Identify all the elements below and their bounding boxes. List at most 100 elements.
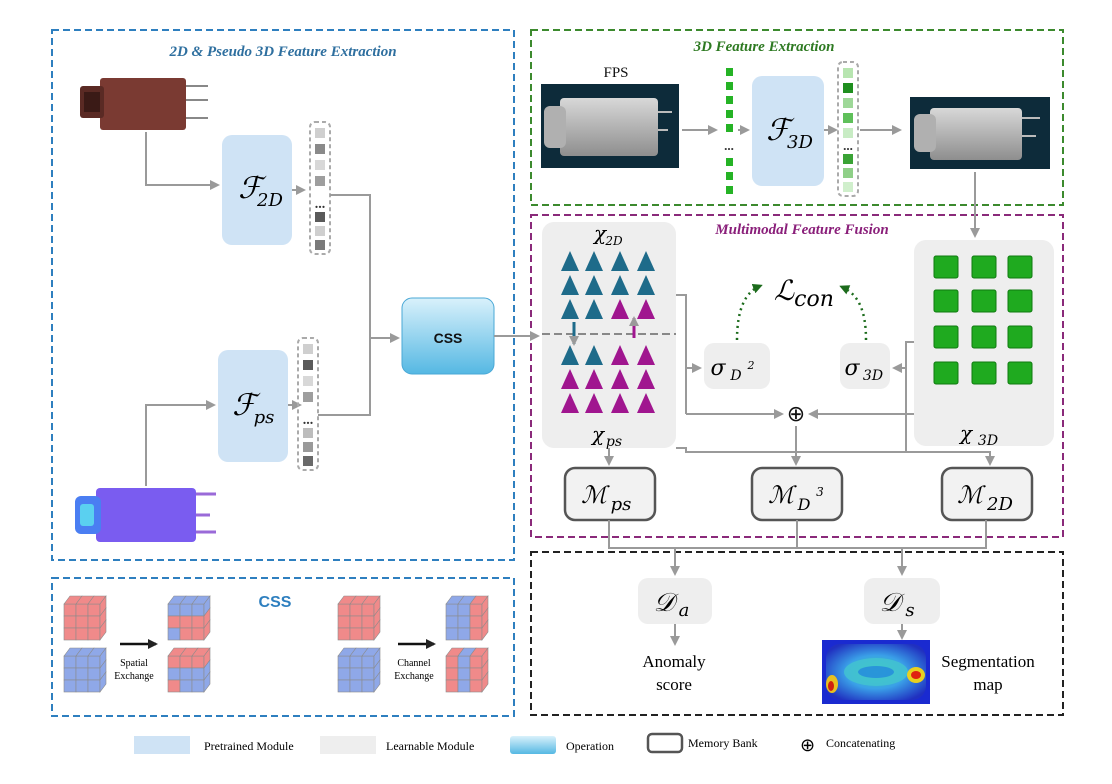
sigma-3d-block: [840, 343, 890, 389]
css-cube-illustrations: [63, 595, 489, 693]
f2d-module: [222, 135, 292, 245]
m2d-sub: 2D: [986, 494, 1013, 515]
feature-triangle: [561, 251, 579, 271]
section-3d-feature-extraction: [530, 29, 1064, 206]
da-block: [638, 578, 712, 624]
md3-symbol: ℳ: [768, 481, 797, 509]
ds-sub: s: [905, 600, 914, 621]
feature-triangle: [637, 299, 655, 319]
legend-swatch-operation: [510, 736, 556, 754]
lcon-sub: con: [794, 287, 834, 312]
sigma-d2-sub: D: [729, 368, 741, 384]
feature-triangle: [585, 299, 603, 319]
cube: [337, 647, 381, 693]
triangle-grid: [561, 251, 655, 413]
feature-vector-ps: ...: [297, 337, 319, 471]
section-3d-title: 3D Feature Extraction: [693, 39, 835, 55]
spatial-label-1: Spatial: [120, 658, 148, 669]
ellipsis-ps: ...: [303, 413, 314, 428]
m2d-symbol: ℳ: [957, 481, 986, 509]
point-cloud-input: [541, 84, 679, 168]
sigma-3d-symbol: σ: [844, 356, 860, 381]
sigma-d2-sup: 2: [747, 359, 755, 372]
ellipsis-3d-feat: ...: [843, 138, 853, 153]
cube: [337, 595, 381, 641]
chi3d-sub: 3D: [978, 433, 998, 449]
chi2d-symbol: χ: [592, 221, 608, 245]
concat-symbol: ⊕: [787, 402, 805, 427]
feature-triangle: [585, 393, 603, 413]
feature-square: [933, 361, 959, 385]
cube: [167, 595, 211, 641]
green-square-grid: [933, 255, 1033, 385]
anomaly-label-2: score: [656, 675, 692, 694]
feature-square: [933, 289, 959, 313]
mps-sub: ps: [611, 494, 632, 515]
cube: [63, 595, 107, 641]
section-2d-feature-extraction: [51, 29, 515, 561]
dotted-arrow-right: [839, 285, 868, 341]
lcon-symbol: ℒ: [774, 274, 795, 307]
sampled-points: ...: [724, 68, 734, 194]
feature-triangle: [611, 299, 629, 319]
feature-square: [1007, 325, 1033, 349]
chi2d-sub: 2D: [604, 234, 623, 248]
feature-square: [1007, 255, 1033, 279]
feature-triangle: [637, 251, 655, 271]
legend-concat: Concatenating: [826, 736, 895, 750]
feature-triangle: [561, 275, 579, 295]
dotted-arrow-left: [735, 283, 763, 341]
section-fusion-title: Multimodal Feature Fusion: [714, 222, 888, 238]
feature-square: [971, 361, 997, 385]
feature-triangle: [611, 275, 629, 295]
css-operation-label: CSS: [434, 330, 463, 346]
arrow-rgb-to-f2d: [145, 132, 220, 190]
anomaly-label-1: Anomaly: [642, 652, 706, 671]
md3-sup: 3: [816, 485, 824, 499]
cube: [167, 647, 211, 693]
feature-vector-2d: ...: [309, 121, 331, 255]
feature-triangle: [585, 345, 603, 365]
section-css-panel: [51, 577, 515, 717]
feature-triangle: [611, 369, 629, 389]
css-panel-title: CSS: [259, 594, 292, 611]
feature-triangle: [561, 369, 579, 389]
mps-symbol: ℳ: [581, 481, 610, 509]
ellipsis-3d: ...: [724, 138, 734, 153]
feature-triangle: [637, 393, 655, 413]
legend-learnable: Learnable Module: [386, 739, 474, 753]
feature-square: [933, 325, 959, 349]
section-2d-title: 2D & Pseudo 3D Feature Extraction: [168, 44, 396, 60]
legend-operation: Operation: [566, 739, 614, 753]
sigma-d2-symbol: σ: [710, 356, 726, 381]
feature-square: [971, 325, 997, 349]
feature-triangle: [637, 369, 655, 389]
feature-triangle: [611, 345, 629, 365]
feature-square: [933, 255, 959, 279]
cube: [63, 647, 107, 693]
feature-triangle: [611, 251, 629, 271]
pseudo3d-input-image: [75, 488, 216, 542]
spatial-label-2: Exchange: [114, 671, 154, 682]
cube: [445, 595, 489, 641]
fps-label: FPS: [603, 65, 628, 81]
ds-block: [864, 578, 940, 624]
feature-triangle: [561, 299, 579, 319]
legend-swatch-memory: [646, 732, 684, 754]
segmentation-label-2: map: [973, 675, 1002, 694]
feature-square: [971, 255, 997, 279]
da-sub: a: [679, 600, 690, 621]
sigma-3d-sub: 3D: [863, 368, 883, 384]
chips-sub: ps: [606, 434, 622, 450]
arrow-ps-to-fps: [145, 400, 216, 486]
feature-triangle: [611, 393, 629, 413]
feature-triangle: [637, 345, 655, 365]
section-output: [530, 551, 1064, 716]
feature-triangle: [637, 275, 655, 295]
chi3d-symbol: χ: [958, 421, 974, 445]
feature-vector-3d: ...: [837, 61, 859, 197]
chips-symbol: χ: [590, 422, 606, 446]
fps-module: [218, 350, 288, 462]
